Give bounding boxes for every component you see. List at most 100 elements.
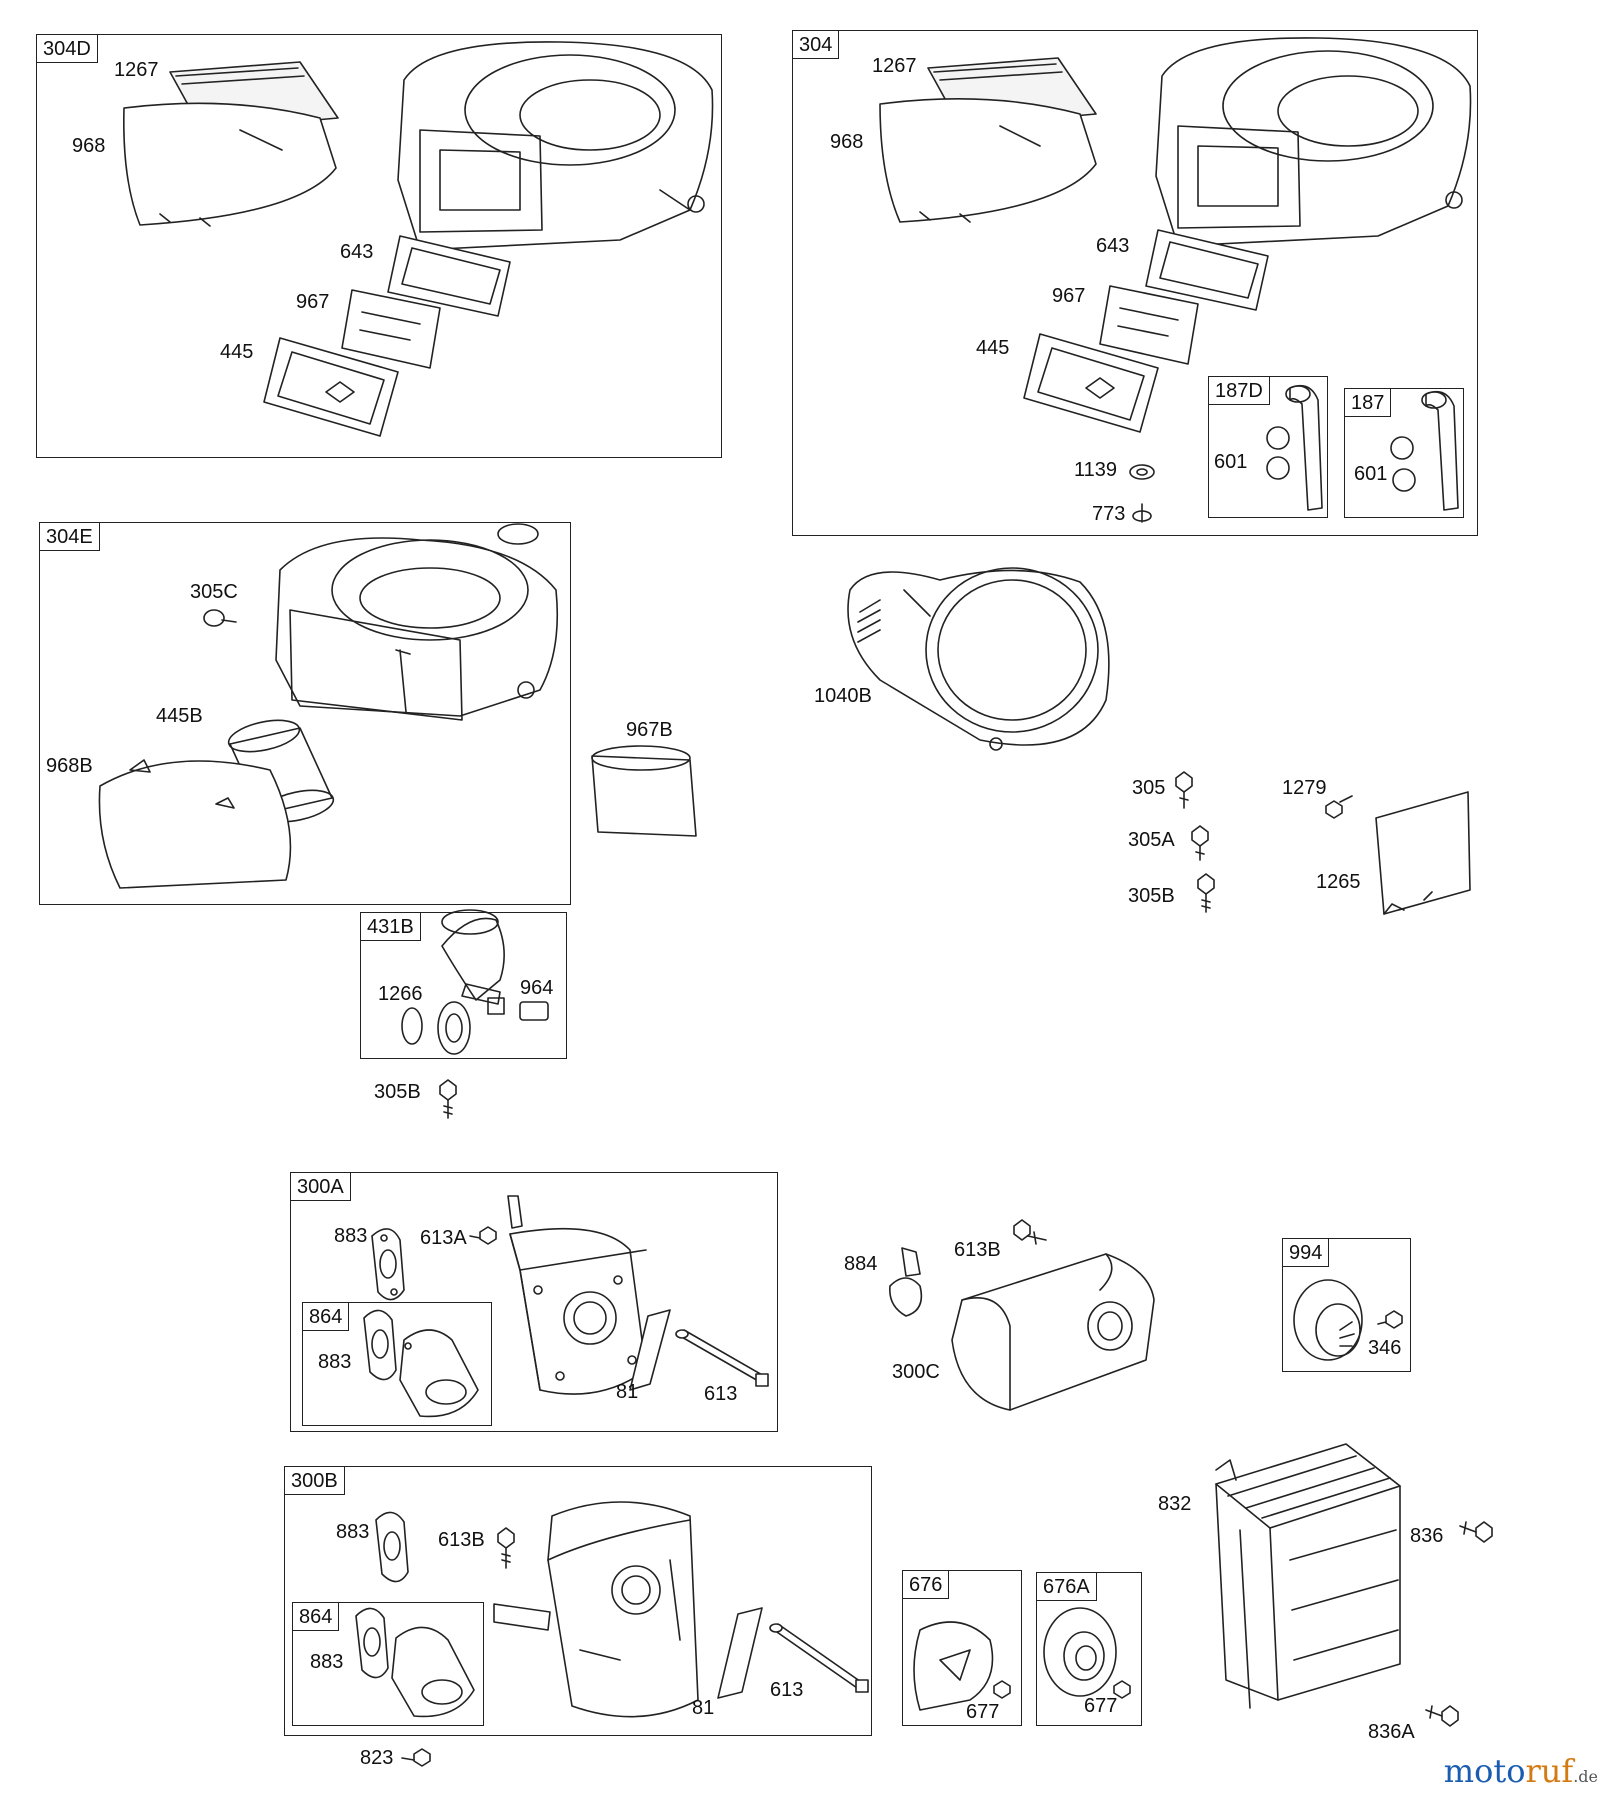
label-305A: 305A (1128, 829, 1175, 851)
part-305B-lower-screw (439, 1079, 457, 1119)
part-431B-elbow (441, 909, 505, 1005)
part-431B-1266-ring (401, 1007, 423, 1045)
group-tag-304D: 304D (37, 35, 98, 63)
group-box-300A: 300A (290, 1172, 778, 1432)
part-676-deflector (913, 1621, 994, 1711)
part-300B-muffler (493, 1501, 699, 1718)
watermark-tld: .de (1573, 1767, 1598, 1786)
group-tag-864-upper: 864 (303, 1303, 350, 1331)
group-box-304D: 304D (36, 34, 722, 458)
group-box-304E: 304E (39, 522, 571, 905)
part-994-cap (1293, 1279, 1363, 1361)
label-967B: 967B (626, 719, 673, 741)
part-304D-643-plate (387, 235, 511, 317)
part-676A-677-screw (1113, 1680, 1131, 1699)
part-304D-968-cover (123, 102, 337, 227)
part-1279-screw (1325, 795, 1353, 819)
group-tag-187D: 187D (1209, 377, 1270, 405)
part-304D-housing (397, 41, 714, 251)
group-tag-304: 304 (793, 31, 840, 59)
part-864b-883-gasket (355, 1607, 389, 1679)
part-431B-964-sleeve (519, 1001, 549, 1021)
group-tag-994: 994 (1283, 1239, 1330, 1267)
group-box-676: 676 (902, 1570, 1022, 1726)
group-tag-304E: 304E (40, 523, 100, 551)
part-300A-613A-screw (469, 1226, 497, 1245)
part-304-967-filter (1099, 285, 1199, 365)
label-304-968: 968 (830, 131, 864, 153)
part-832-guard (1215, 1443, 1401, 1709)
group-tag-676A: 676A (1037, 1573, 1097, 1601)
label-994-346: 346 (1368, 1337, 1402, 1359)
label-187D-601: 601 (1214, 451, 1248, 473)
label-304-643: 643 (1096, 235, 1130, 257)
part-304E-305C-screw (203, 609, 237, 627)
part-305-screw (1175, 771, 1193, 809)
group-tag-187: 187 (1345, 389, 1392, 417)
group-tag-864-lower: 864 (293, 1603, 340, 1631)
part-300A-muffler (507, 1195, 647, 1395)
part-884-clamp (889, 1247, 923, 1317)
label-304D-643: 643 (340, 241, 374, 263)
label-300B-613B: 613B (438, 1529, 485, 1551)
group-box-187D: 187D (1208, 376, 1328, 518)
label-305B-lower: 305B (374, 1081, 421, 1103)
part-304D-967-filter (341, 289, 441, 369)
part-304-773-screw (1132, 503, 1152, 523)
label-300C: 300C (892, 1361, 940, 1383)
part-864a-883-gasket (363, 1309, 397, 1381)
part-300B-613-bolt (769, 1623, 869, 1693)
part-1040B-cover (847, 567, 1110, 751)
label-836A: 836A (1368, 1721, 1415, 1743)
part-676-677-screw (993, 1680, 1011, 1699)
group-box-300B: 300B (284, 1466, 872, 1736)
label-300A-613: 613 (704, 1383, 738, 1405)
part-823-screw (401, 1748, 431, 1767)
label-300A-883: 883 (334, 1225, 368, 1247)
part-304D-445-filter (263, 337, 399, 437)
group-box-304: 304 (792, 30, 1478, 536)
part-836A-screw (1425, 1705, 1459, 1727)
label-304D-1267: 1267 (114, 59, 159, 81)
label-304-445: 445 (976, 337, 1010, 359)
part-304-housing (1155, 37, 1472, 247)
label-823: 823 (360, 1747, 394, 1769)
group-tag-431B: 431B (361, 913, 421, 941)
label-305B-mid: 305B (1128, 885, 1175, 907)
label-304E-305C: 305C (190, 581, 238, 603)
label-864a-883: 883 (318, 1351, 352, 1373)
part-994-346-screw (1377, 1310, 1403, 1329)
part-304E-housing (275, 523, 559, 721)
part-613B-mid-screw (1013, 1219, 1047, 1245)
label-1265: 1265 (1316, 871, 1361, 893)
part-1265-shield (1375, 791, 1471, 915)
part-300B-883-gasket (375, 1511, 409, 1583)
label-304D-968: 968 (72, 135, 106, 157)
label-304-967: 967 (1052, 285, 1086, 307)
part-300A-883-gasket (371, 1228, 405, 1301)
label-304-773: 773 (1092, 503, 1126, 525)
label-836: 836 (1410, 1525, 1444, 1547)
label-300A-613A: 613A (420, 1227, 467, 1249)
label-300A-81: 81 (616, 1381, 639, 1403)
part-300A-613-bolt (675, 1329, 769, 1387)
label-1279: 1279 (1282, 777, 1327, 799)
watermark-logo: motoruf.de (1444, 1752, 1598, 1790)
label-884: 884 (844, 1253, 878, 1275)
part-305A-screw (1191, 825, 1209, 861)
label-300B-883: 883 (336, 1521, 370, 1543)
label-187-601: 601 (1354, 463, 1388, 485)
label-1040B: 1040B (814, 685, 872, 707)
part-304-643-plate (1145, 229, 1269, 311)
label-300B-81: 81 (692, 1697, 715, 1719)
label-304-1267: 1267 (872, 55, 917, 77)
label-305: 305 (1132, 777, 1166, 799)
watermark-part1: moto (1443, 1752, 1526, 1790)
group-tag-676: 676 (903, 1571, 950, 1599)
label-304E-968B: 968B (46, 755, 93, 777)
label-304E-445B: 445B (156, 705, 203, 727)
part-300B-81-plate (717, 1607, 763, 1699)
part-300B-613B-screw (497, 1527, 515, 1569)
